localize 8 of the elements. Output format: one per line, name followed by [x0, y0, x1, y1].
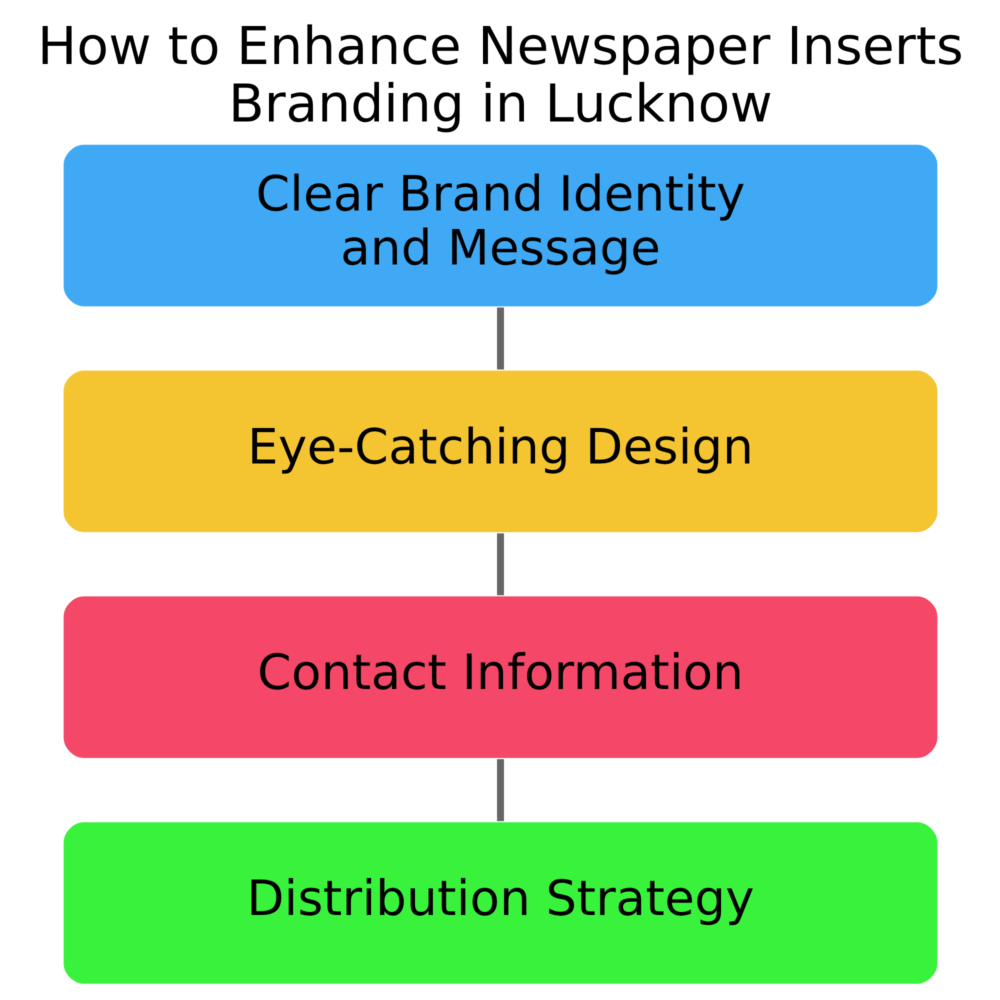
connector	[496, 308, 504, 370]
node-box: Eye-Catching Design	[61, 368, 939, 534]
connector	[496, 759, 504, 822]
node-box: Distribution Strategy	[61, 820, 939, 986]
connector	[496, 533, 504, 596]
node-box: Clear Brand Identity and Message	[61, 143, 939, 308]
node-box: Contact Information	[61, 594, 939, 760]
diagram-title: How to Enhance Newspaper Inserts Branding in Lucknow	[37, 17, 963, 134]
